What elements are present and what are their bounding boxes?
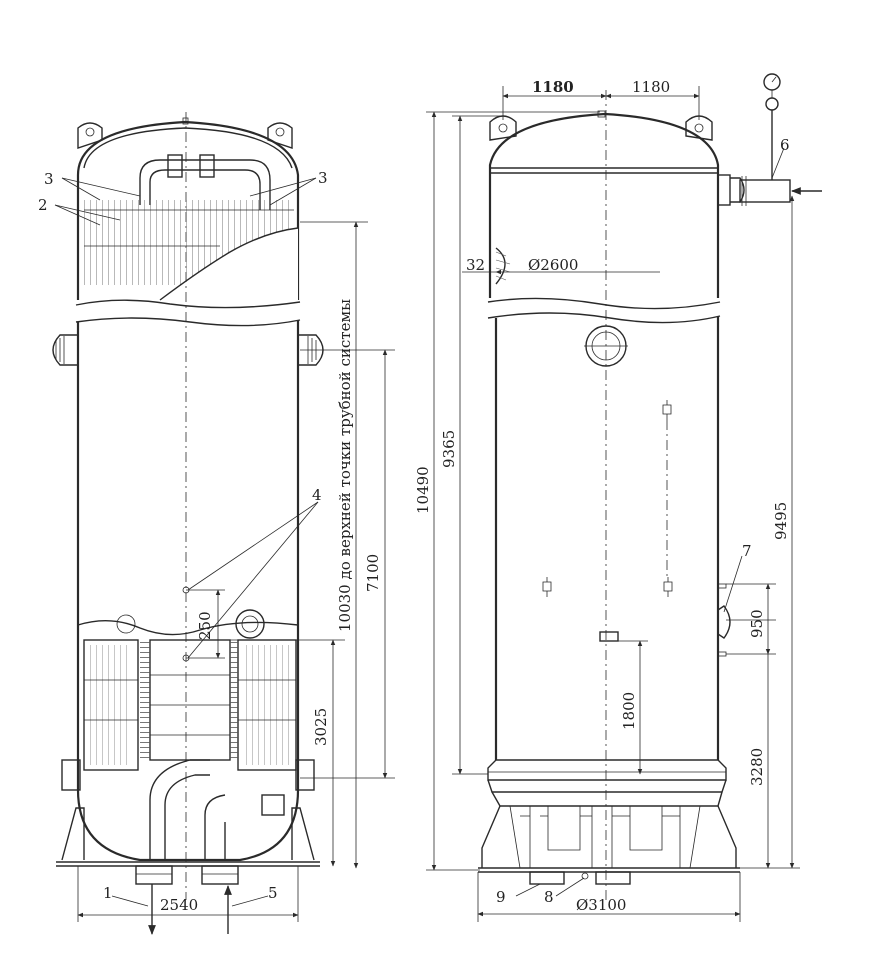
left-top-section (75, 117, 301, 309)
height-950-label: 950 (748, 609, 766, 638)
right-dimensions (426, 86, 800, 922)
right-view: 1180 1180 6 32 Ø2600 10490 9365 9495 7 9… (414, 73, 822, 922)
height-1800-label: 1800 (620, 692, 638, 730)
callout-7: 7 (742, 542, 752, 560)
total-height-note: 10030 до верхней точки трубной системы (336, 299, 354, 632)
height-3280-label: 3280 (748, 748, 766, 786)
callout-9: 9 (496, 888, 506, 906)
left-dimensions (54, 177, 395, 935)
callout-4: 4 (312, 486, 322, 504)
callout-2: 2 (38, 196, 48, 214)
left-view: 3 2 3 4 1 5 2540 250 3025 7100 10030 до … (38, 112, 395, 935)
left-middle-shell (52, 317, 324, 662)
callout-8: 8 (544, 888, 554, 906)
base-diameter-label: Ø3100 (576, 896, 626, 914)
top-right-half-label: 1180 (632, 78, 670, 96)
nozzle-9 (529, 871, 565, 885)
right-height-label: 9495 (772, 502, 790, 540)
height-7100-label: 7100 (364, 554, 382, 592)
height-3025-label: 3025 (312, 708, 330, 746)
gap-250-label: 250 (196, 611, 214, 640)
callout-1: 1 (103, 884, 113, 902)
callout-3-left: 3 (44, 170, 54, 188)
shell-diameter-label: Ø2600 (528, 256, 578, 274)
left-lower-section (56, 609, 320, 885)
callout-6: 6 (780, 136, 790, 154)
width-2540-label: 2540 (160, 896, 198, 914)
total-height-label: 10490 (414, 466, 432, 514)
callout-5: 5 (268, 884, 278, 902)
right-top-head (488, 112, 720, 298)
top-left-half-label: 1180 (532, 78, 574, 96)
callout-3-right: 3 (318, 169, 328, 187)
shell-height-label: 9365 (440, 430, 458, 468)
wall-thickness-label: 32 (466, 256, 485, 274)
